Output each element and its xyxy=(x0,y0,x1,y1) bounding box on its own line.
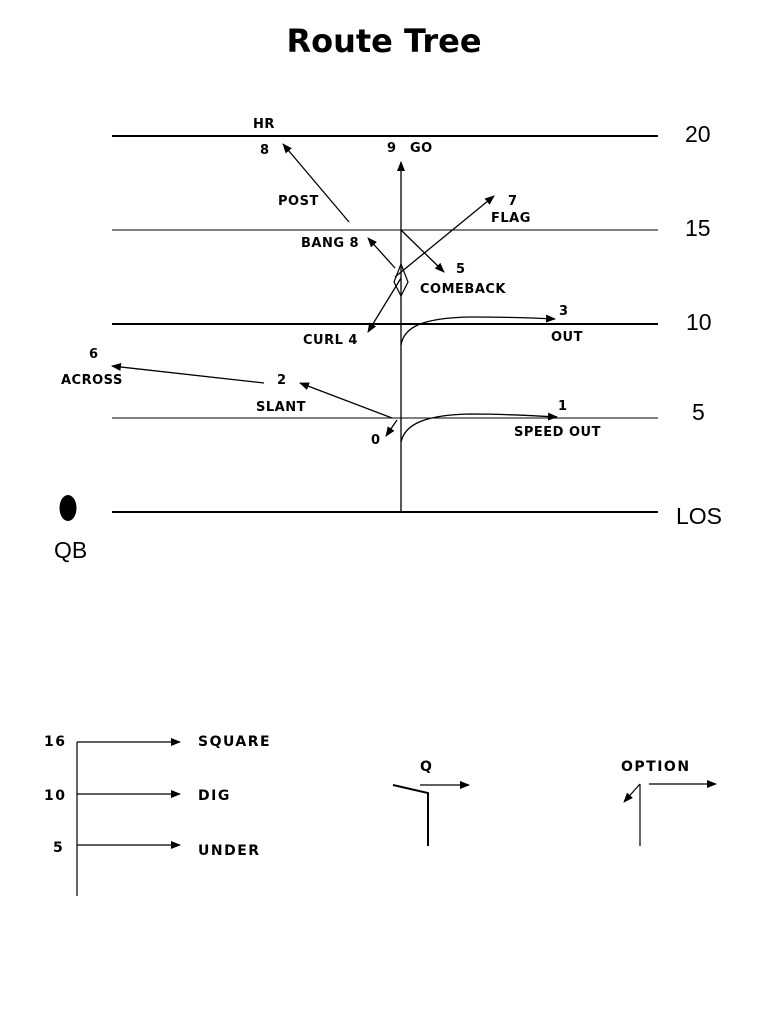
qb-marker xyxy=(59,495,77,521)
label-comeback: COMEBACK xyxy=(420,282,506,297)
yard-marker-los: LOS xyxy=(676,503,722,529)
label-square-depth: 16 xyxy=(44,734,66,750)
label-curl: CURL 4 xyxy=(303,333,358,348)
label-out-number: 3 xyxy=(559,304,569,319)
speed-out-route xyxy=(400,412,558,443)
label-go-number: 9 xyxy=(387,141,397,156)
label-under-depth: 5 xyxy=(53,840,64,856)
label-bang: BANG 8 xyxy=(301,236,359,251)
label-q: Q xyxy=(420,759,433,775)
across-route xyxy=(111,363,265,384)
yard-marker-10: 10 xyxy=(686,309,712,335)
label-out: OUT xyxy=(551,330,583,345)
label-square: SQUARE xyxy=(198,734,271,750)
label-under: UNDER xyxy=(198,843,261,859)
yard-marker-5: 5 xyxy=(692,399,705,425)
label-flag: FLAG xyxy=(491,211,531,226)
label-across: ACROSS xyxy=(61,373,123,388)
route-break-diamond xyxy=(393,262,409,298)
post-route xyxy=(282,143,350,223)
label-go: GO xyxy=(410,141,433,156)
label-dig-depth: 10 xyxy=(44,788,66,804)
label-speed-out-number: 1 xyxy=(558,399,568,414)
label-dig: DIG xyxy=(198,788,231,804)
label-zero: 0 xyxy=(371,433,381,448)
label-speed-out: SPEED OUT xyxy=(514,425,601,440)
flag-route xyxy=(394,195,495,278)
q-route-stem xyxy=(392,784,429,846)
label-slant-number: 2 xyxy=(277,373,287,388)
label-comeback-number: 5 xyxy=(456,262,466,277)
yard-marker-20: 20 xyxy=(685,121,711,147)
label-slant: SLANT xyxy=(256,400,306,415)
label-across-number: 6 xyxy=(89,347,99,362)
label-post: POST xyxy=(278,194,319,209)
curl-route xyxy=(367,277,402,333)
zero-route xyxy=(385,419,398,437)
label-hr: HR xyxy=(253,117,275,132)
label-post-number: 8 xyxy=(260,143,270,158)
qb-label: QB xyxy=(54,537,87,563)
option-route-in xyxy=(623,783,641,803)
slant-route xyxy=(299,382,393,419)
label-option: OPTION xyxy=(621,759,691,775)
label-flag-number: 7 xyxy=(508,194,518,209)
bang-route xyxy=(367,237,396,269)
page-title: Route Tree xyxy=(286,22,482,60)
comeback-route xyxy=(400,229,445,273)
yard-marker-15: 15 xyxy=(685,215,711,241)
out-route xyxy=(400,314,556,346)
